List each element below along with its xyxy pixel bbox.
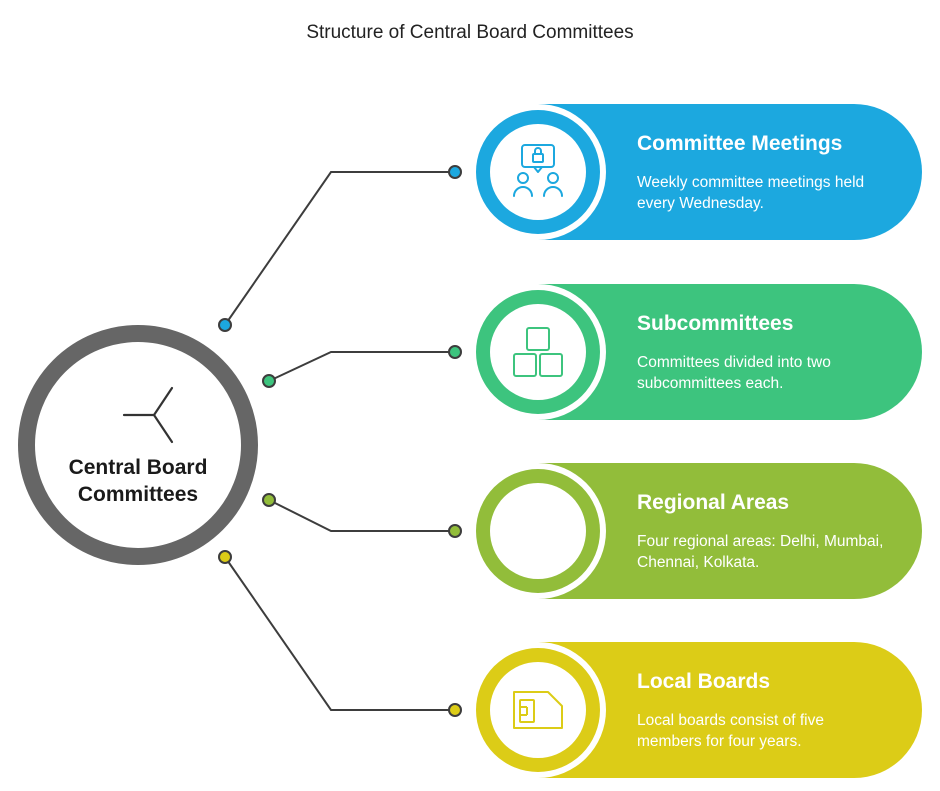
hub-label: Central Board Committees <box>68 456 208 506</box>
connector-dot-end-3 <box>448 524 462 538</box>
card-local-boards: Local Boards Local boards consist of fiv… <box>470 642 922 778</box>
card-subcommittees: Subcommittees Committees divided into tw… <box>470 284 922 420</box>
card-title: Local Boards <box>637 670 771 693</box>
boxes-icon <box>513 327 563 377</box>
card-description: Four regional areas: Delhi, Mumbai, Chen… <box>637 533 884 571</box>
card-description: Local boards consist of five members for… <box>637 712 824 750</box>
card-icon-holder <box>490 304 586 400</box>
connector-dot-end-1 <box>448 165 462 179</box>
connector-line-2 <box>268 351 455 382</box>
diagram-title: Structure of Central Board Committees <box>306 22 634 43</box>
connector-dot-start-1 <box>218 318 232 332</box>
card-title: Regional Areas <box>637 491 790 514</box>
connector-dot-end-2 <box>448 345 462 359</box>
card-regional-areas: Regional Areas Four regional areas: Delh… <box>470 463 922 599</box>
card-title: Subcommittees <box>637 312 794 335</box>
sim-card-icon <box>513 691 563 729</box>
meeting-icon <box>513 144 563 197</box>
connector-dot-start-2 <box>262 374 276 388</box>
connector-line-1 <box>224 171 455 326</box>
connector-dot-start-4 <box>218 550 232 564</box>
card-description: Weekly committee meetings held every Wed… <box>637 174 865 212</box>
connector-line-3 <box>268 499 455 532</box>
connector-line-4 <box>224 556 455 711</box>
card-description: Committees divided into two subcommittee… <box>637 354 831 392</box>
branch-icon <box>122 386 174 444</box>
card-title: Committee Meetings <box>637 132 843 155</box>
connector-dot-start-3 <box>262 493 276 507</box>
connector-dot-end-4 <box>448 703 462 717</box>
card-committee-meetings: Committee Meetings Weekly committee meet… <box>470 104 922 240</box>
central-hub: Central Board Committees <box>18 325 258 565</box>
card-icon-holder <box>490 483 586 579</box>
card-icon-holder <box>490 662 586 758</box>
